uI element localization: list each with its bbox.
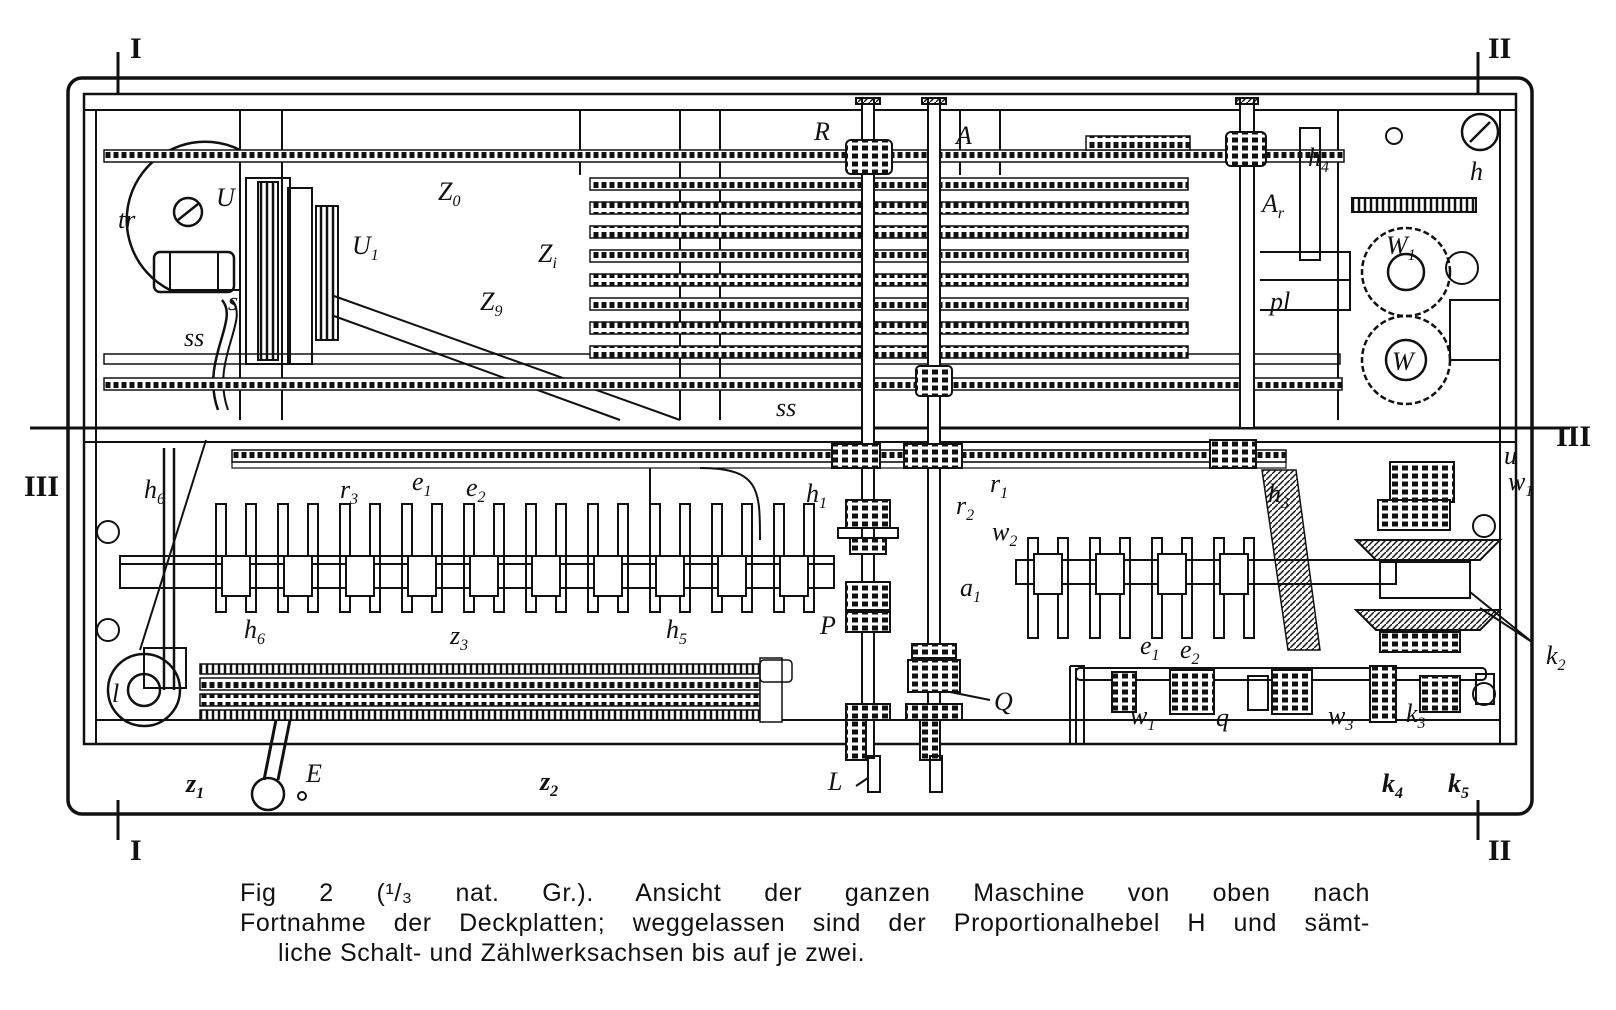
label-tr: tr (118, 205, 136, 234)
gear-r (845, 139, 893, 175)
figure-caption: Fig 2 (¹/₃ nat. Gr.). Ansicht der ganzen… (240, 878, 1370, 968)
label-R: R (813, 117, 830, 146)
label-r3: r3 (340, 475, 358, 508)
label-w1-bottom: w1 (1130, 701, 1155, 734)
label-h6: h6 (244, 615, 265, 648)
bevel-gear-assembly (1353, 461, 1503, 653)
label-k3: k3 (1406, 699, 1426, 732)
gear-rack-r (231, 449, 1287, 463)
label-W1: W1 (1386, 231, 1416, 264)
section-marker-I-top: I (130, 32, 142, 65)
machine-casing (66, 76, 1534, 816)
label-h4: h4 (1308, 143, 1329, 176)
screw-icon (1385, 127, 1403, 145)
section-marker-II-top: II (1488, 32, 1511, 65)
screw-icon (96, 520, 120, 544)
label-U: U (216, 183, 237, 212)
label-Ar: Ar (1260, 189, 1285, 222)
label-r2: r2 (956, 491, 974, 524)
gear-stack-q (905, 643, 963, 761)
label-h6-top: h6 (144, 475, 165, 508)
label-ss-center: ss (776, 393, 796, 422)
label-E: E (305, 759, 322, 788)
label-z1: z1 (185, 769, 204, 802)
label-z2: z2 (539, 767, 558, 800)
label-k4: k4 (1382, 769, 1403, 802)
label-Q: Q (994, 687, 1013, 716)
screw-icon (96, 618, 120, 642)
label-W: W (1392, 347, 1416, 376)
label-z3: z3 (449, 621, 468, 654)
handle-e (250, 776, 286, 812)
label-A: A (954, 121, 972, 150)
label-h1: h1 (806, 479, 827, 512)
label-e1-left: e1 (412, 467, 432, 500)
label-k5: k5 (1448, 769, 1469, 802)
label-w3: w3 (1328, 701, 1353, 734)
label-w1-top: w1 (1508, 467, 1533, 500)
inner-frame (82, 92, 1518, 746)
gear-racks-zi (589, 177, 1189, 359)
label-k2: k2 (1546, 641, 1566, 674)
counting-wheels-left (215, 503, 815, 613)
label-Z9: Z9 (480, 287, 502, 320)
section-marker-III-left: III (24, 470, 59, 503)
label-e1-right: e1 (1140, 631, 1160, 664)
caption-line-1: Fig 2 (¹/₃ nat. Gr.). Ansicht der ganzen… (240, 879, 1370, 907)
label-h: h (1470, 157, 1483, 186)
drum-tr (125, 140, 241, 292)
counting-wheels-right (1027, 537, 1255, 639)
section-marker-III-right: III (1556, 420, 1591, 453)
wheel-w1 (1360, 226, 1452, 318)
label-s: s (228, 287, 238, 316)
label-a1: a1 (960, 573, 981, 606)
label-h5: h5 (666, 615, 687, 648)
label-w2: w2 (992, 517, 1017, 550)
label-e2-left: e2 (466, 473, 486, 506)
shaft-r (861, 97, 875, 759)
label-P: P (819, 611, 836, 640)
section-marker-II-bottom: II (1488, 834, 1511, 867)
caption-line-3: liche Schalt- und Zählwerksachsen bis au… (278, 939, 866, 967)
screw-icon (172, 196, 204, 228)
gear-stack-p (837, 499, 899, 761)
label-Zi: Zi (538, 239, 557, 272)
screw-icon (1472, 514, 1496, 538)
label-L: L (827, 767, 842, 796)
label-u: u (1504, 441, 1517, 470)
label-U1: U1 (352, 231, 379, 264)
label-Z0: Z0 (438, 177, 460, 210)
label-q: q (1216, 703, 1229, 732)
label-pl: pl (1268, 287, 1290, 316)
gear-rack-z9 (103, 377, 1343, 391)
label-ss-left: ss (184, 323, 204, 352)
section-marker-I-bottom: I (130, 834, 142, 867)
counting-shaft-right (1015, 559, 1397, 585)
label-h3: h3 (1268, 479, 1289, 512)
gear-rack-z0 (103, 149, 1345, 163)
label-e2-right: e2 (1180, 635, 1200, 668)
screw-icon (1460, 112, 1500, 152)
label-r1: r1 (990, 469, 1008, 502)
caption-line-2: Fortnahme der Deckplatten; weggelassen s… (240, 909, 1370, 937)
label-l: l (112, 679, 119, 708)
gear-racks-z (199, 657, 793, 723)
